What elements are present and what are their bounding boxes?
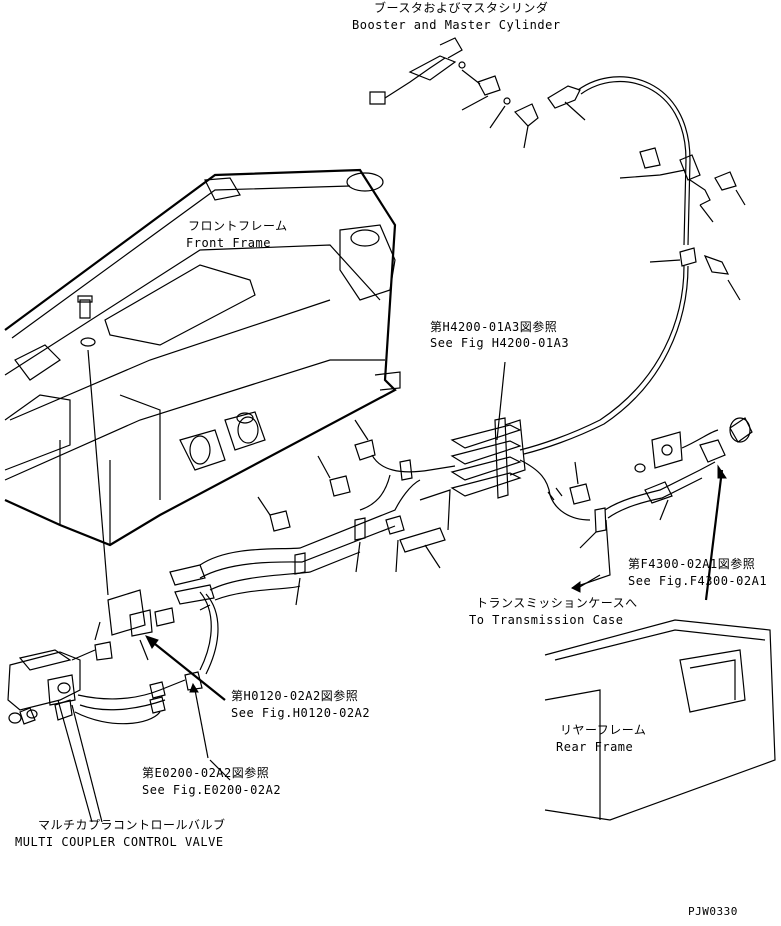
booster-label-en: Booster and Master Cylinder — [352, 18, 561, 32]
rear-frame-drawing — [544, 619, 776, 821]
trans-case-label-en: To Transmission Case — [469, 613, 624, 627]
multi-coupler-label-jp: マルチカプラコントロールバルブ — [38, 818, 226, 832]
ref-h4200-label-jp: 第H4200-01A3図参照 — [430, 320, 558, 334]
trans-case-label-jp: トランスミッションケースへ — [476, 596, 638, 610]
drawing-code: PJW0330 — [688, 905, 738, 918]
front-frame-label-en: Front Frame — [186, 236, 271, 250]
booster-label-jp: ブースタおよびマスタシリンダ — [374, 1, 549, 15]
multi-coupler-label-en: MULTI COUPLER CONTROL VALVE — [15, 835, 224, 849]
ref-h0120-label-jp: 第H0120-02A2図参照 — [231, 689, 359, 703]
central-valve-drawing — [169, 361, 753, 606]
ref-f4300-label-jp: 第F4300-02A1図参照 — [628, 557, 756, 571]
ref-f4300-label-en: See Fig.F4300-02A1 — [628, 574, 768, 588]
rear-frame-label-en: Rear Frame — [556, 740, 634, 754]
ref-e0200-label-jp: 第E0200-02A2図参照 — [142, 766, 270, 780]
multi-coupler-valve-drawing — [7, 589, 231, 823]
ref-h0120-label-en: See Fig.H0120-02A2 — [231, 706, 371, 720]
front-frame-drawing — [4, 168, 401, 596]
front-frame-label-jp: フロントフレーム — [188, 219, 288, 233]
rear-frame-label-jp: リヤーフレーム — [560, 723, 647, 737]
booster-assembly-drawing — [369, 37, 746, 455]
ref-h4200-label-en: See Fig H4200-01A3 — [430, 336, 570, 350]
ref-e0200-label-en: See Fig.E0200-02A2 — [142, 783, 282, 797]
